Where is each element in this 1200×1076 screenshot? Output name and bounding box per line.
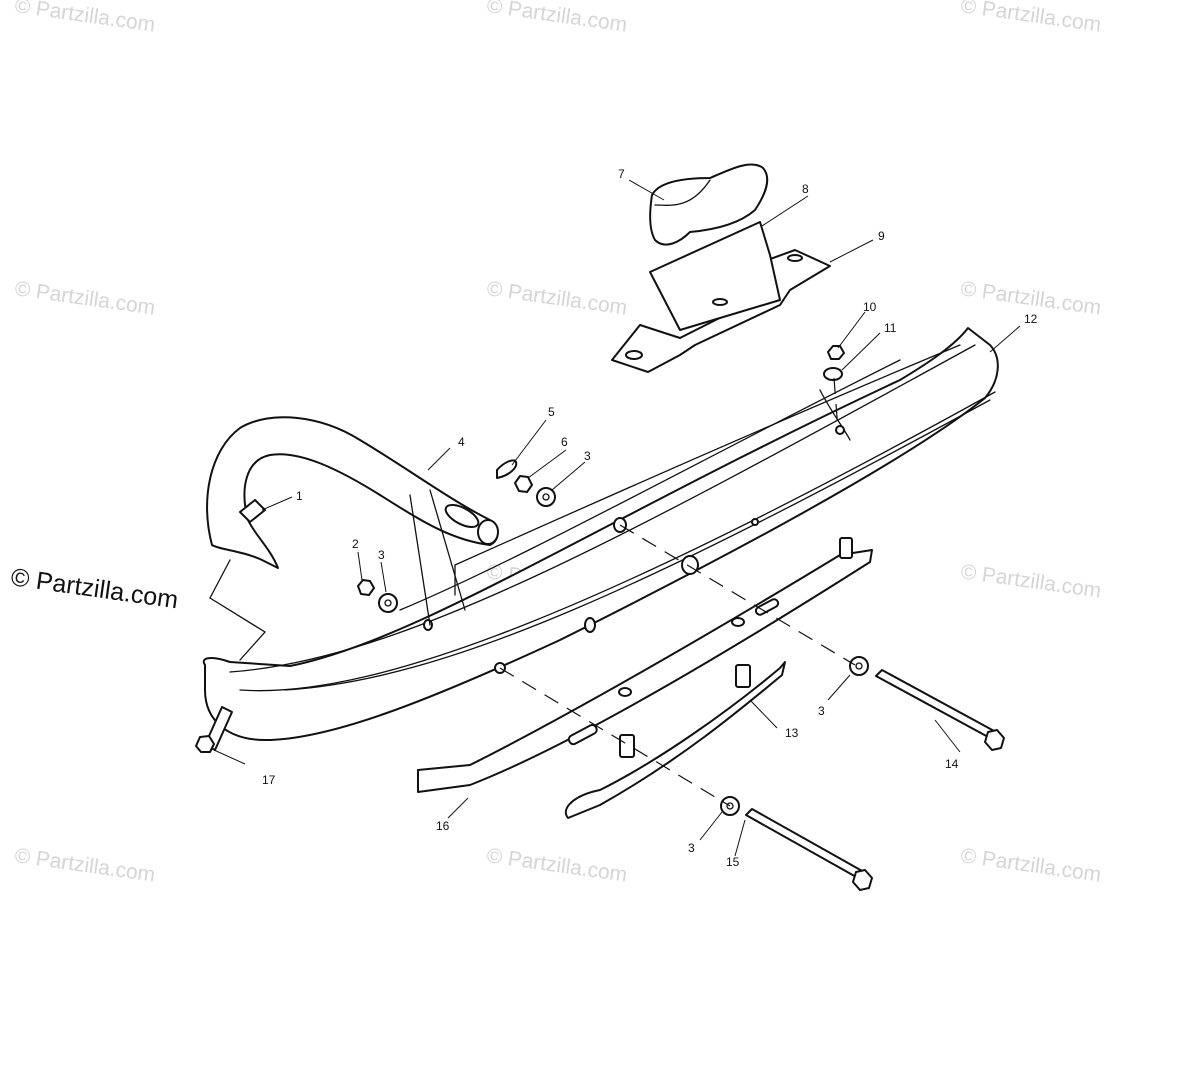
callout-13: 13 <box>785 726 799 740</box>
callout-11: 11 <box>884 321 897 335</box>
watermark-layer: © Partzilla.com © Partzilla.com © Partzi… <box>9 0 1102 887</box>
callout-4: 4 <box>458 435 465 449</box>
watermark: © Partzilla.com <box>959 0 1102 37</box>
fasteners <box>195 345 1005 891</box>
callout-12: 12 <box>1024 312 1038 326</box>
callout-15: 15 <box>726 855 740 869</box>
watermark: © Partzilla.com <box>485 277 628 319</box>
callout-17: 17 <box>262 773 276 787</box>
callout-3: 3 <box>688 841 695 855</box>
callout-5: 5 <box>548 405 555 419</box>
watermark: © Partzilla.com <box>13 0 156 37</box>
callout-10: 10 <box>863 300 877 314</box>
callout-labels: 1 2 3 3 3 3 4 5 6 7 8 9 10 11 12 13 14 1… <box>262 167 1038 869</box>
assembly-lines <box>209 377 856 807</box>
callout-3: 3 <box>818 704 825 718</box>
callout-8: 8 <box>802 182 809 196</box>
callout-6: 6 <box>561 435 568 449</box>
callout-14: 14 <box>945 757 959 771</box>
callout-9: 9 <box>878 229 885 243</box>
ski-skags <box>417 537 873 819</box>
watermark: © Partzilla.com <box>485 844 628 886</box>
cleat <box>239 499 266 523</box>
callout-3: 3 <box>378 548 385 562</box>
ski-spindle-saddle <box>611 163 831 373</box>
ski-handle <box>206 416 499 569</box>
watermark: © Partzilla.com <box>13 277 156 319</box>
callout-1: 1 <box>296 489 303 503</box>
watermark-main: © Partzilla.com <box>9 563 180 614</box>
watermark: © Partzilla.com <box>959 844 1102 886</box>
callout-16: 16 <box>436 819 450 833</box>
callout-3: 3 <box>584 449 591 463</box>
watermark: © Partzilla.com <box>485 0 628 37</box>
leader-lines <box>213 179 1021 857</box>
ski-body <box>202 327 999 741</box>
callout-2: 2 <box>352 537 359 551</box>
watermark: © Partzilla.com <box>13 844 156 886</box>
watermark: © Partzilla.com <box>959 560 1102 602</box>
callout-7: 7 <box>618 167 625 181</box>
